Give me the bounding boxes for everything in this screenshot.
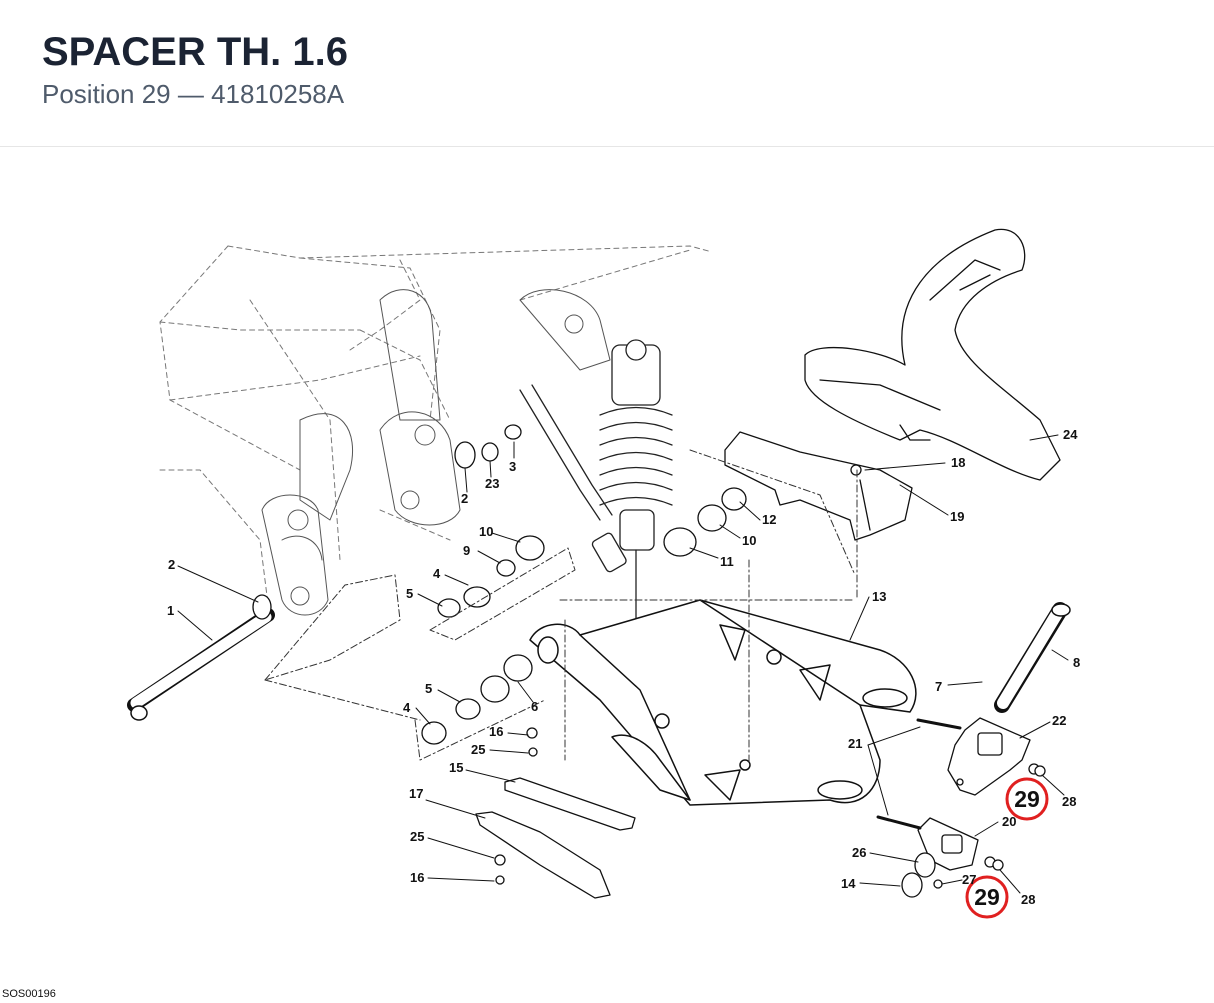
frame-side-plate-left [261,413,354,616]
chain-slider-lower [475,777,636,899]
pivot-spindle [127,608,275,721]
page-title: SPACER TH. 1.6 [42,30,348,74]
callout-1: 1 [167,603,174,618]
callout-23: 23 [485,476,499,491]
frame-side-plate-right [379,289,611,526]
frame-outline-ghost [159,245,713,621]
callout-28: 28 [1021,892,1035,907]
callout-13: 13 [872,589,886,604]
callout-16: 16 [410,870,424,885]
callout-4: 4 [433,566,441,581]
callout-18: 18 [951,455,965,470]
callout-17: 17 [409,786,423,801]
callout-14: 14 [841,876,856,891]
chain-slider-upper [724,431,913,541]
page-header: SPACER TH. 1.6 Position 29 — 41810258A [0,0,1214,147]
chain-adjuster-upper [916,717,1031,796]
callout-25: 25 [410,829,424,844]
callout-19: 19 [950,509,964,524]
callout-2: 2 [168,557,175,572]
chain-adjuster-lower [876,815,979,898]
callout-4: 4 [403,700,411,715]
leader-lines [177,434,1069,894]
callout-10: 10 [742,533,756,548]
callout-25: 25 [471,742,485,757]
rear-axle [994,602,1071,713]
callout-10: 10 [479,524,493,539]
callout-15: 15 [449,760,463,775]
callout-24: 24 [1063,427,1078,442]
highlight-circle-upper [1005,777,1049,821]
highlight-label-upper: 29 [1014,786,1040,812]
callout-9: 9 [463,543,470,558]
callout-11: 11 [720,554,734,569]
callout-5: 5 [425,681,432,696]
callout-2: 2 [461,491,468,506]
callout-20: 20 [1002,814,1016,829]
callout-16: 16 [489,724,503,739]
callout-12: 12 [762,512,776,527]
exploded-parts-diagram: 1 2 2 3 4 4 5 5 6 7 8 9 10 10 11 12 13 1… [127,228,1080,919]
bushings [252,424,1046,889]
part-labels: 1 2 2 3 4 4 5 5 6 7 8 9 10 10 11 12 13 1… [167,427,1080,910]
chain-guard [804,228,1061,481]
swingarm [529,599,917,806]
drawing-code: SOS00196 [2,988,56,1000]
callout-8: 8 [1073,655,1080,670]
callout-26: 26 [852,845,866,860]
callout-28: 28 [1062,794,1076,809]
explode-lines [264,449,858,766]
linkage-rod [519,384,627,573]
callout-7: 7 [935,679,942,694]
highlight-circle-lower [965,875,1009,919]
page-subtitle: Position 29 — 41810258A [42,79,345,109]
highlight-circles [965,777,1049,919]
callout-22: 22 [1052,713,1066,728]
callout-27: 27 [962,872,976,887]
callout-5: 5 [406,586,413,601]
callout-3: 3 [509,459,516,474]
callout-6: 6 [531,699,538,714]
highlight-label-lower: 29 [974,884,1000,910]
callout-21: 21 [848,736,862,751]
rear-shock-absorber [599,339,673,649]
